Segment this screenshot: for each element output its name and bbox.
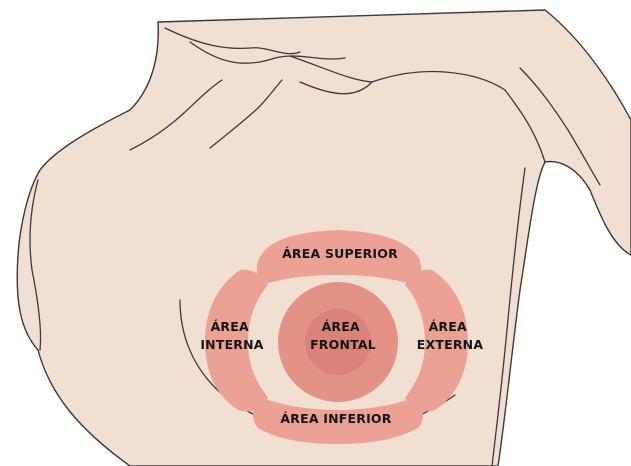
label-area-superior: ÁREA SUPERIOR: [282, 246, 398, 261]
label-area-interna-line1: ÁREA: [211, 319, 249, 334]
label-area-frontal-line1: ÁREA: [322, 319, 360, 334]
label-area-interna-line2: INTERNA: [200, 337, 263, 352]
label-area-externa-line2: EXTERNA: [417, 337, 484, 352]
label-area-frontal-line2: FRONTAL: [310, 337, 376, 352]
label-area-externa-line1: ÁREA: [429, 319, 467, 334]
label-area-inferior: ÁREA INFERIOR: [280, 411, 391, 426]
